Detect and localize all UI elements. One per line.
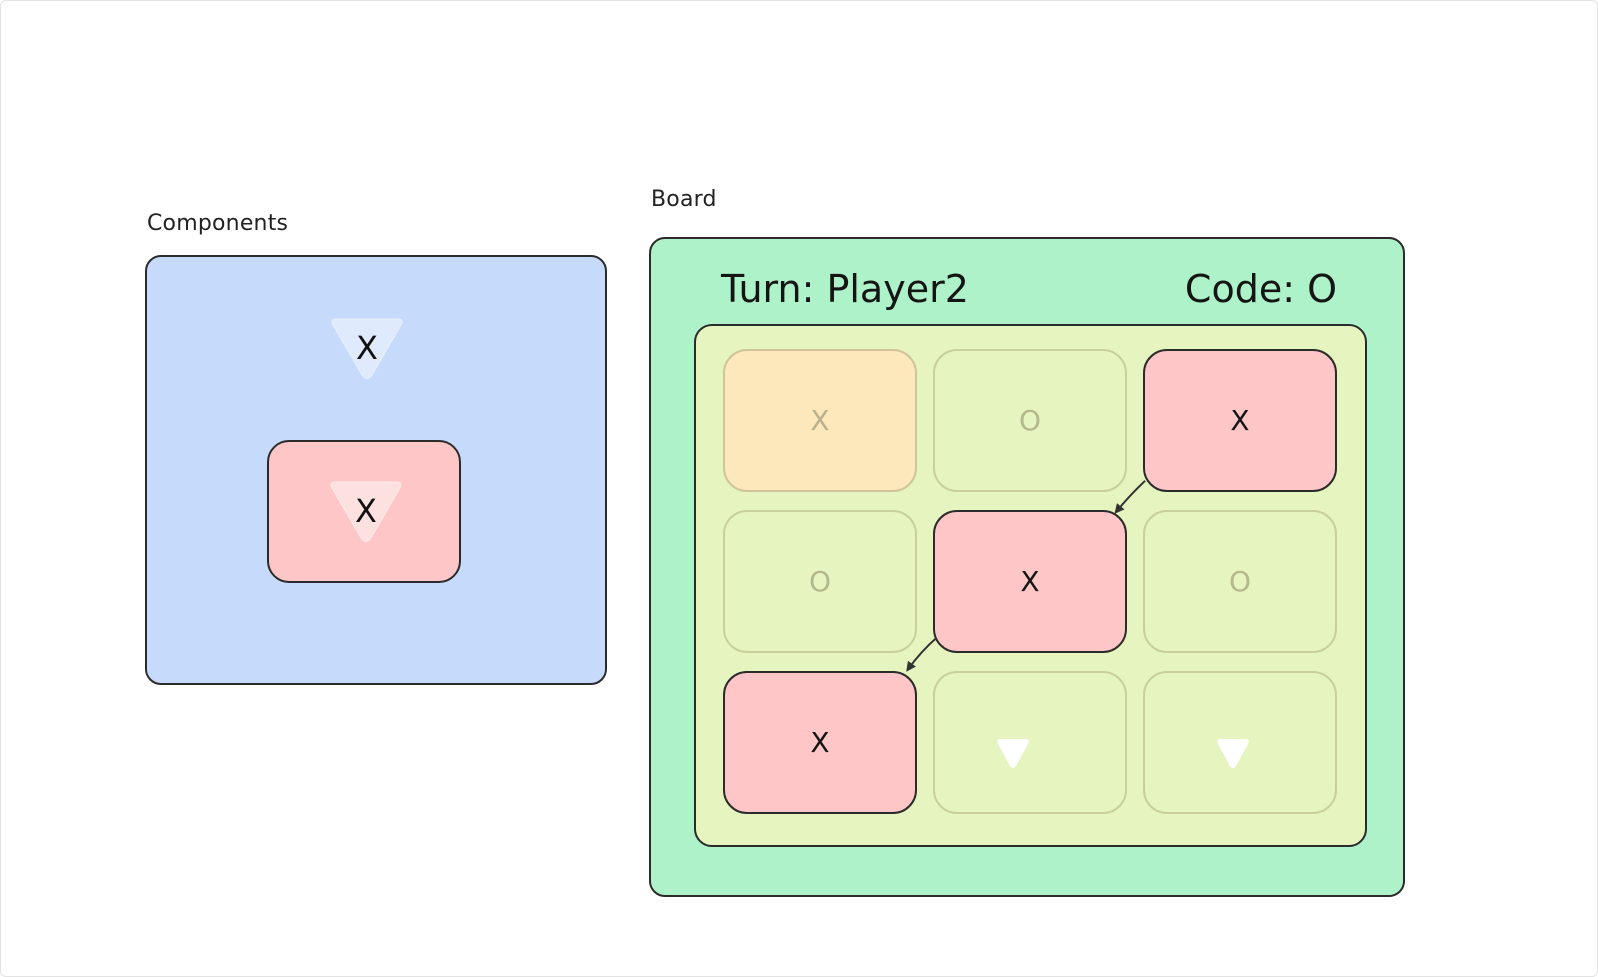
cell-3[interactable]: O xyxy=(723,510,917,653)
cell-7[interactable] xyxy=(933,671,1127,814)
board-panel: Turn: Player2 Code: O X O X O X O X xyxy=(649,237,1405,897)
game-grid: X O X O X O X xyxy=(694,324,1367,847)
code-indicator: Code: O xyxy=(1184,267,1337,311)
marker-triangle[interactable]: X xyxy=(328,315,406,381)
cell-value: X xyxy=(1230,404,1250,437)
card-symbol: X xyxy=(355,492,377,530)
cell-value: O xyxy=(1018,404,1042,437)
drop-marker-icon xyxy=(1217,738,1249,768)
cell-8[interactable] xyxy=(1143,671,1337,814)
components-panel: X X xyxy=(145,255,607,685)
component-card[interactable]: X xyxy=(267,440,461,583)
cell-0[interactable]: X xyxy=(723,349,917,492)
cell-1[interactable]: O xyxy=(933,349,1127,492)
turn-indicator: Turn: Player2 xyxy=(721,267,969,311)
board-label: Board xyxy=(651,187,717,212)
cell-4[interactable]: X xyxy=(933,510,1127,653)
cell-6[interactable]: X xyxy=(723,671,917,814)
cell-value: O xyxy=(1228,565,1252,598)
marker-symbol: X xyxy=(356,329,378,367)
triangle-down-icon xyxy=(331,318,403,379)
arrow-2-to-4 xyxy=(1114,480,1146,514)
cell-value: X xyxy=(810,726,830,759)
triangle-down-icon xyxy=(330,481,402,542)
cell-2[interactable]: X xyxy=(1143,349,1337,492)
cell-value: X xyxy=(1020,565,1040,598)
components-label: Components xyxy=(147,211,289,236)
cell-5[interactable]: O xyxy=(1143,510,1337,653)
card-marker: X xyxy=(327,478,405,544)
cell-value: X xyxy=(810,404,830,437)
drop-marker-icon xyxy=(997,738,1029,768)
cell-value: O xyxy=(808,565,832,598)
